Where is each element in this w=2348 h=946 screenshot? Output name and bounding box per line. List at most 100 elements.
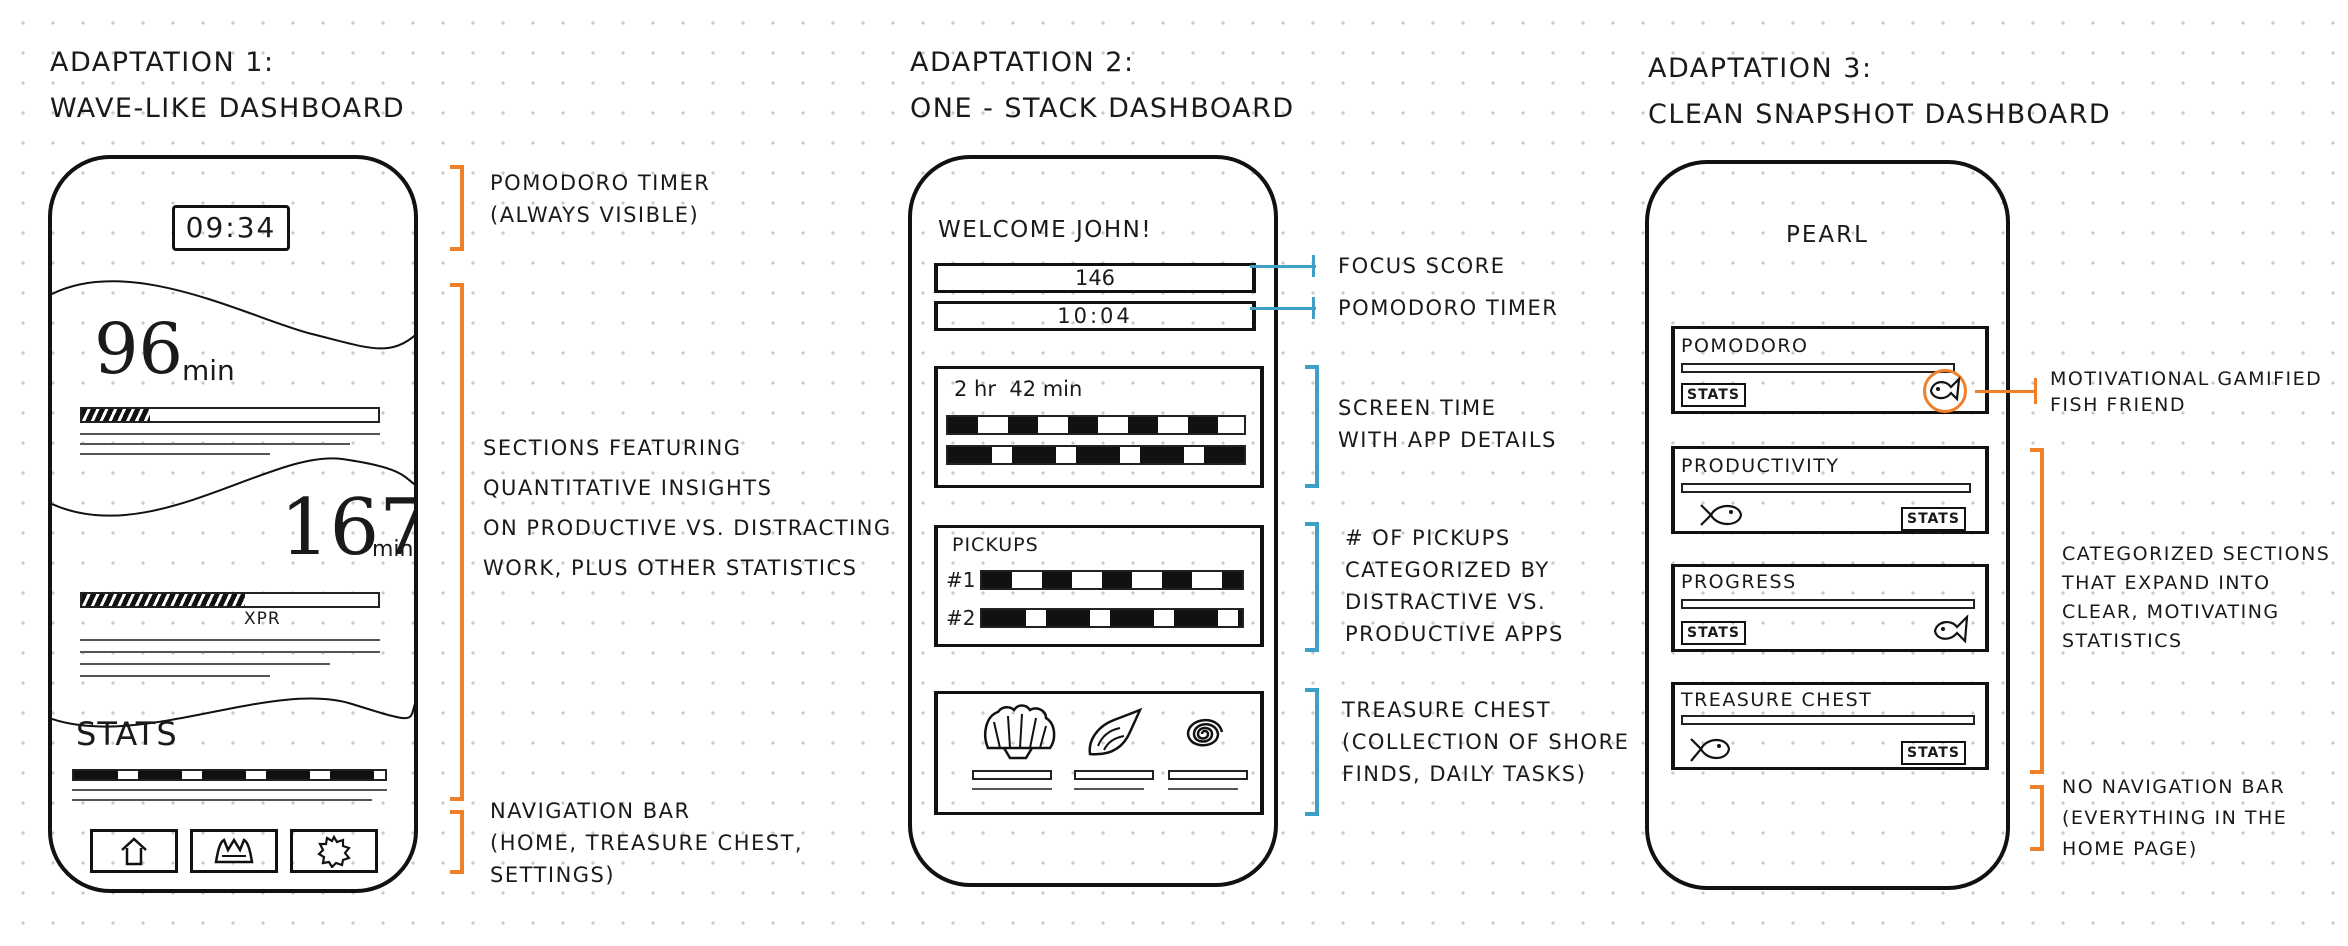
nav-home-button[interactable] <box>90 829 178 873</box>
pickup-bar-1 <box>980 570 1244 590</box>
note-line: THAT EXPAND INTO <box>2062 572 2271 594</box>
note-line: SETTINGS) <box>490 863 616 887</box>
bracket-categorized <box>2030 448 2044 774</box>
stats-bar-fill <box>74 771 385 779</box>
productivity-label: PRODUCTIVITY <box>1681 455 1840 477</box>
settings-gear-icon <box>317 834 351 868</box>
xpr-label: XPR <box>244 609 281 629</box>
progress-bar-2 <box>80 592 380 608</box>
adaptation1-phone: 09:34 96 min 167 min XPR STATS <box>48 155 418 893</box>
wave-divider-3 <box>52 697 414 728</box>
connector-fish <box>1975 390 2037 393</box>
pickups-card[interactable]: PICKUPS #1 #2 <box>934 525 1264 647</box>
pickup-rank-2: #2 <box>946 606 976 630</box>
nav-settings-button[interactable] <box>290 829 378 873</box>
note-line: SCREEN TIME <box>1338 396 1497 420</box>
adaptation3-title-line1: ADAPTATION 3: <box>1648 53 1873 84</box>
focus-score-box[interactable]: 146 <box>934 263 1256 293</box>
text-line <box>72 789 387 791</box>
treasure-chest-card-3[interactable]: TREASURE CHEST STATS <box>1671 682 1989 770</box>
screen-time-value: 2 hr 42 min <box>954 377 1083 401</box>
pomodoro-timer[interactable]: 09:34 <box>172 205 290 251</box>
adaptation3-title: ADAPTATION 3: CLEAN SNAPSHOT DASHBOARD <box>1648 46 2111 138</box>
treasure-chest-card[interactable] <box>934 691 1264 815</box>
note-line: ON PRODUCTIVE VS. DISTRACTING <box>483 516 892 540</box>
wave-divider-1 <box>52 280 414 350</box>
note-line: CLEAR, MOTIVATING <box>2062 601 2280 623</box>
fish-icon <box>1690 738 1731 762</box>
note-line: (EVERYTHING IN THE <box>2062 807 2288 829</box>
nav-treasure-button[interactable] <box>190 829 278 873</box>
chest-item-bar-2 <box>1074 770 1154 780</box>
treasure-chest-label: TREASURE CHEST <box>1681 689 1873 711</box>
adaptation2-phone: WELCOME JOHN! 146 10:04 2 hr 42 min PICK… <box>908 155 1278 887</box>
pomodoro-stats-button[interactable]: STATS <box>1681 383 1746 407</box>
pomodoro-timer-value: 10:04 <box>1057 304 1133 328</box>
stats-heading: STATS <box>76 715 178 753</box>
fish-highlight-circle <box>1923 369 1967 413</box>
text-line <box>80 443 350 445</box>
progress-stats-button[interactable]: STATS <box>1681 621 1746 645</box>
note-fish-friend: MOTIVATIONAL GAMIFIED FISH FRIEND <box>2050 366 2322 418</box>
productivity-stats-button[interactable]: STATS <box>1901 507 1966 531</box>
note-line: NAVIGATION BAR <box>490 799 691 823</box>
adaptation2-title: ADAPTATION 2: ONE - STACK DASHBOARD <box>910 40 1295 132</box>
bracket-timer <box>450 165 464 251</box>
note-line: FISH FRIEND <box>2050 394 2187 416</box>
welcome-text: WELCOME JOHN! <box>938 217 1153 243</box>
note-navigation-bar: NAVIGATION BAR (HOME, TREASURE CHEST, SE… <box>490 795 803 891</box>
note-line: MOTIVATIONAL GAMIFIED <box>2050 368 2323 390</box>
note-line: WORK, PLUS OTHER STATISTICS <box>483 556 858 580</box>
bracket-treasure-chest <box>1305 688 1319 816</box>
productivity-card[interactable]: PRODUCTIVITY STATS <box>1671 446 1989 534</box>
adaptation1-title: ADAPTATION 1: WAVE-LIKE DASHBOARD <box>50 40 405 132</box>
home-icon <box>121 837 147 866</box>
screen-time-card[interactable]: 2 hr 42 min <box>934 366 1264 488</box>
progress-bar <box>1681 599 1975 609</box>
progress-label: PROGRESS <box>1681 571 1797 593</box>
connector-timer-end <box>1312 297 1315 319</box>
minutes-unit-2: min <box>372 537 414 562</box>
note-line: HOME PAGE) <box>2062 838 2198 860</box>
pomodoro-timer-box[interactable]: 10:04 <box>934 301 1256 331</box>
progress-card[interactable]: PROGRESS STATS <box>1671 564 1989 652</box>
progress-bar-1 <box>80 407 380 423</box>
adaptation3-phone: PEARL POMODORO STATS PRODUCTIVITY STATS … <box>1645 160 2010 890</box>
bracket-sections <box>450 283 464 801</box>
bracket-nav <box>450 810 464 874</box>
treasure-chest-icon <box>214 837 254 864</box>
note-no-navigation-bar: NO NAVIGATION BAR (EVERYTHING IN THE HOM… <box>2062 772 2287 865</box>
chest-item-bar-3 <box>1168 770 1248 780</box>
pickups-label: PICKUPS <box>952 534 1039 556</box>
wave-divider-2 <box>52 457 414 517</box>
spiral-shell-icon <box>1186 718 1224 747</box>
fish-icon <box>1933 614 1969 644</box>
conch-shell-icon <box>1088 707 1143 756</box>
pomodoro-card[interactable]: POMODORO STATS <box>1671 326 1989 414</box>
productivity-bar <box>1681 483 1971 493</box>
focus-score-value: 146 <box>1074 266 1116 290</box>
note-pickups: # OF PICKUPS CATEGORIZED BY DISTRACTIVE … <box>1345 522 1564 650</box>
note-categorized-sections: CATEGORIZED SECTIONS THAT EXPAND INTO CL… <box>2062 540 2330 656</box>
adaptation2-title-line2: ONE - STACK DASHBOARD <box>910 93 1295 124</box>
connector-fish-end <box>2034 378 2037 404</box>
minutes-value-1: 96 <box>94 308 184 390</box>
note-line: POMODORO TIMER <box>490 171 711 195</box>
note-line: SECTIONS FEATURING <box>483 436 742 460</box>
note-line: NO NAVIGATION BAR <box>2062 776 2286 798</box>
note-line: FINDS, DAILY TASKS) <box>1342 762 1587 786</box>
note-treasure-chest: TREASURE CHEST (COLLECTION OF SHORE FIND… <box>1342 694 1629 790</box>
bracket-pickups <box>1305 522 1319 652</box>
adaptation2-title-line1: ADAPTATION 2: <box>910 47 1135 78</box>
treasure-chest-stats-button[interactable]: STATS <box>1901 741 1966 765</box>
minutes-unit-1: min <box>182 354 235 387</box>
screen-time-bar-1 <box>946 415 1246 435</box>
note-line: CATEGORIZED BY <box>1345 558 1550 582</box>
connector-timer <box>1250 307 1316 310</box>
fish-icon[interactable] <box>1927 373 1961 405</box>
text-line <box>80 639 380 641</box>
bracket-no-nav <box>2030 785 2044 851</box>
text-line <box>80 433 380 435</box>
text-line <box>972 788 1052 790</box>
progress-fill-2 <box>82 594 245 606</box>
